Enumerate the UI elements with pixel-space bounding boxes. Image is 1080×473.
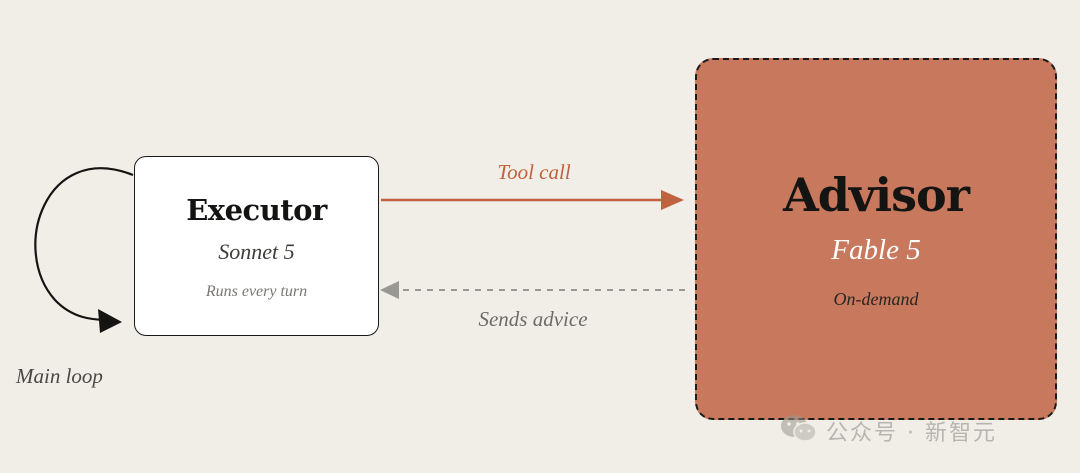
- sends-advice-arrowhead: [380, 281, 399, 299]
- watermark: 公众号 · 新智元: [780, 414, 997, 448]
- sends-advice-label: Sends advice: [478, 307, 588, 331]
- advisor-note: On-demand: [833, 289, 919, 309]
- advisor-node: Advisor Fable 5 On-demand: [695, 58, 1057, 420]
- executor-node: Executor Sonnet 5 Runs every turn: [134, 156, 379, 336]
- advisor-model: Fable 5: [831, 234, 921, 266]
- main-loop-arrow: [34, 167, 134, 322]
- executor-model: Sonnet 5: [218, 239, 295, 264]
- executor-title: Executor: [186, 193, 327, 227]
- main-loop-label: Main loop: [16, 364, 103, 388]
- watermark-text: 公众号 · 新智元: [826, 421, 997, 446]
- tool-call-arrowhead: [661, 190, 684, 210]
- advisor-title: Advisor: [783, 168, 970, 222]
- wechat-icon: [780, 413, 818, 449]
- tool-call-label: Tool call: [497, 160, 571, 184]
- executor-note: Runs every turn: [205, 283, 308, 300]
- main-loop-arrowhead: [98, 309, 122, 333]
